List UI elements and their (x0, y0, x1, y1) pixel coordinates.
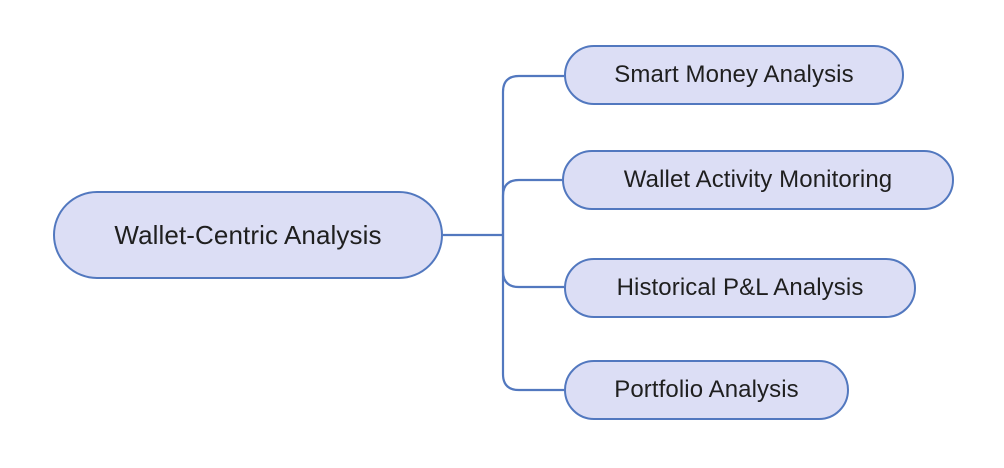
child-node-label: Wallet Activity Monitoring (623, 166, 893, 193)
connector-branch-1 (501, 178, 562, 235)
connector-branch-3 (501, 235, 564, 392)
connector-branch-0 (501, 74, 564, 235)
child-node-label: Smart Money Analysis (614, 61, 854, 88)
child-node-historical-pl-analysis[interactable]: Historical P&L Analysis (564, 258, 916, 318)
child-node-label: Portfolio Analysis (614, 376, 799, 403)
child-node-label: Historical P&L Analysis (616, 274, 864, 301)
root-node-label: Wallet-Centric Analysis (114, 220, 382, 250)
root-node[interactable]: Wallet-Centric Analysis (53, 191, 443, 279)
child-node-wallet-activity-monitoring[interactable]: Wallet Activity Monitoring (562, 150, 954, 210)
child-node-smart-money-analysis[interactable]: Smart Money Analysis (564, 45, 904, 105)
connector-branch-2 (501, 235, 564, 289)
child-node-portfolio-analysis[interactable]: Portfolio Analysis (564, 360, 849, 420)
